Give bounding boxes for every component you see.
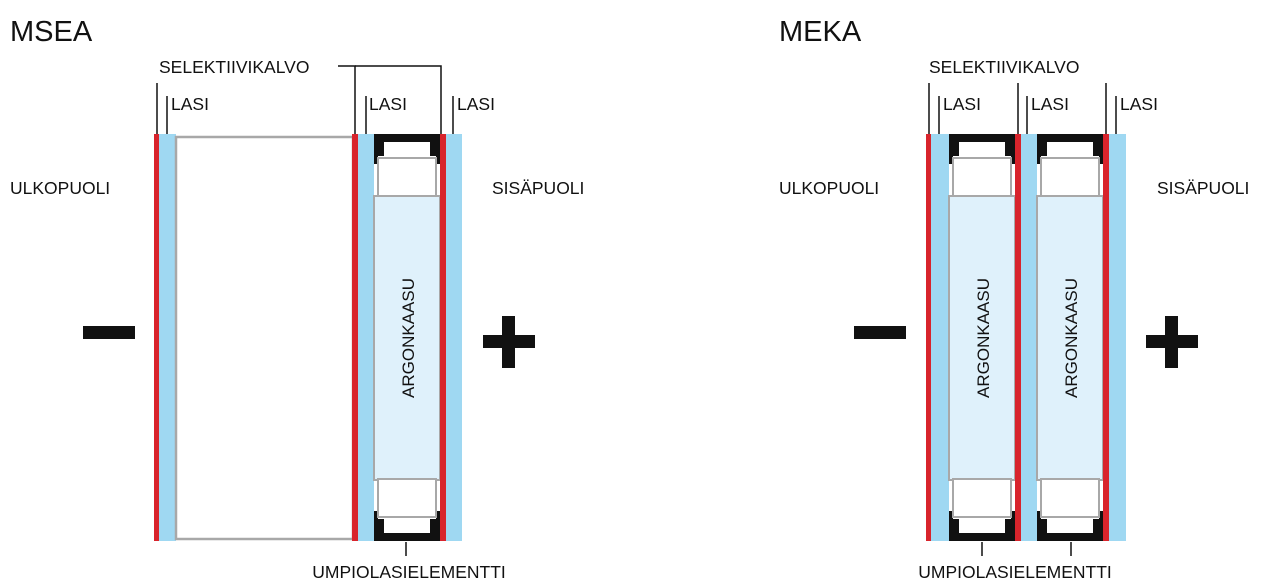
msea-leader-lines xyxy=(156,65,454,556)
msea-spacer-top xyxy=(373,133,441,197)
msea-inner-glass-film xyxy=(440,134,446,541)
meka-glass-label-3: LASI xyxy=(1120,94,1158,114)
meka-gas-label-2: ARGONKAASU xyxy=(1062,278,1081,398)
msea-gas-cavity xyxy=(373,195,441,481)
meka-middle-glass xyxy=(1021,134,1037,541)
meka-spacer-top-1 xyxy=(948,133,1016,197)
msea-selective-film-label: SELEKTIIVIKALVO xyxy=(159,57,309,77)
meka-spacer-bottom-1 xyxy=(948,478,1016,542)
msea-sealed-unit-label: UMPIOLASIELEMENTTI xyxy=(312,562,506,582)
msea-middle-glass xyxy=(358,134,374,541)
meka-middle-glass-film xyxy=(1015,134,1021,541)
msea-spacer-bottom xyxy=(373,478,441,542)
msea-inside-label: SISÄPUOLI xyxy=(492,178,584,198)
msea-plus-icon xyxy=(483,316,535,368)
meka-title: MEKA xyxy=(779,16,862,48)
msea-glass-label-3: LASI xyxy=(457,94,495,114)
meka-minus-icon xyxy=(854,326,906,339)
msea-middle-glass-film xyxy=(352,134,358,541)
msea-frame-outline xyxy=(174,135,355,541)
meka-outer-glass xyxy=(931,134,949,541)
meka-plus-icon xyxy=(1146,316,1198,368)
msea-inner-glass xyxy=(446,134,462,541)
meka-leader-lines xyxy=(928,83,1117,556)
meka-inner-glass-film xyxy=(1103,134,1109,541)
msea-glass-label-2: LASI xyxy=(369,94,407,114)
msea-gas-label: ARGONKAASU xyxy=(399,278,418,398)
msea-title: MSEA xyxy=(10,16,93,48)
msea-diagram: MSEA ARGONKAASU SELEKTIIVIKALVO LASI xyxy=(10,16,584,582)
meka-diagram: MEKA ARGONKAASU ARGONKAASU xyxy=(779,16,1249,582)
meka-inner-glass xyxy=(1109,134,1126,541)
meka-selective-film-label: SELEKTIIVIKALVO xyxy=(929,57,1079,77)
meka-sealed-unit-label: UMPIOLASIELEMENTTI xyxy=(918,562,1112,582)
meka-inside-label: SISÄPUOLI xyxy=(1157,178,1249,198)
meka-glass-label-2: LASI xyxy=(1031,94,1069,114)
meka-outer-selective-film xyxy=(926,134,931,541)
msea-minus-icon xyxy=(83,326,135,339)
meka-spacer-bottom-2 xyxy=(1036,478,1104,542)
msea-outer-glass xyxy=(158,134,176,541)
meka-outside-label: ULKOPUOLI xyxy=(779,178,879,198)
msea-outside-label: ULKOPUOLI xyxy=(10,178,110,198)
meka-glass-label-1: LASI xyxy=(943,94,981,114)
meka-spacer-top-2 xyxy=(1036,133,1104,197)
msea-glass-label-1: LASI xyxy=(171,94,209,114)
msea-outer-selective-film xyxy=(154,134,159,541)
meka-gas-label-1: ARGONKAASU xyxy=(974,278,993,398)
